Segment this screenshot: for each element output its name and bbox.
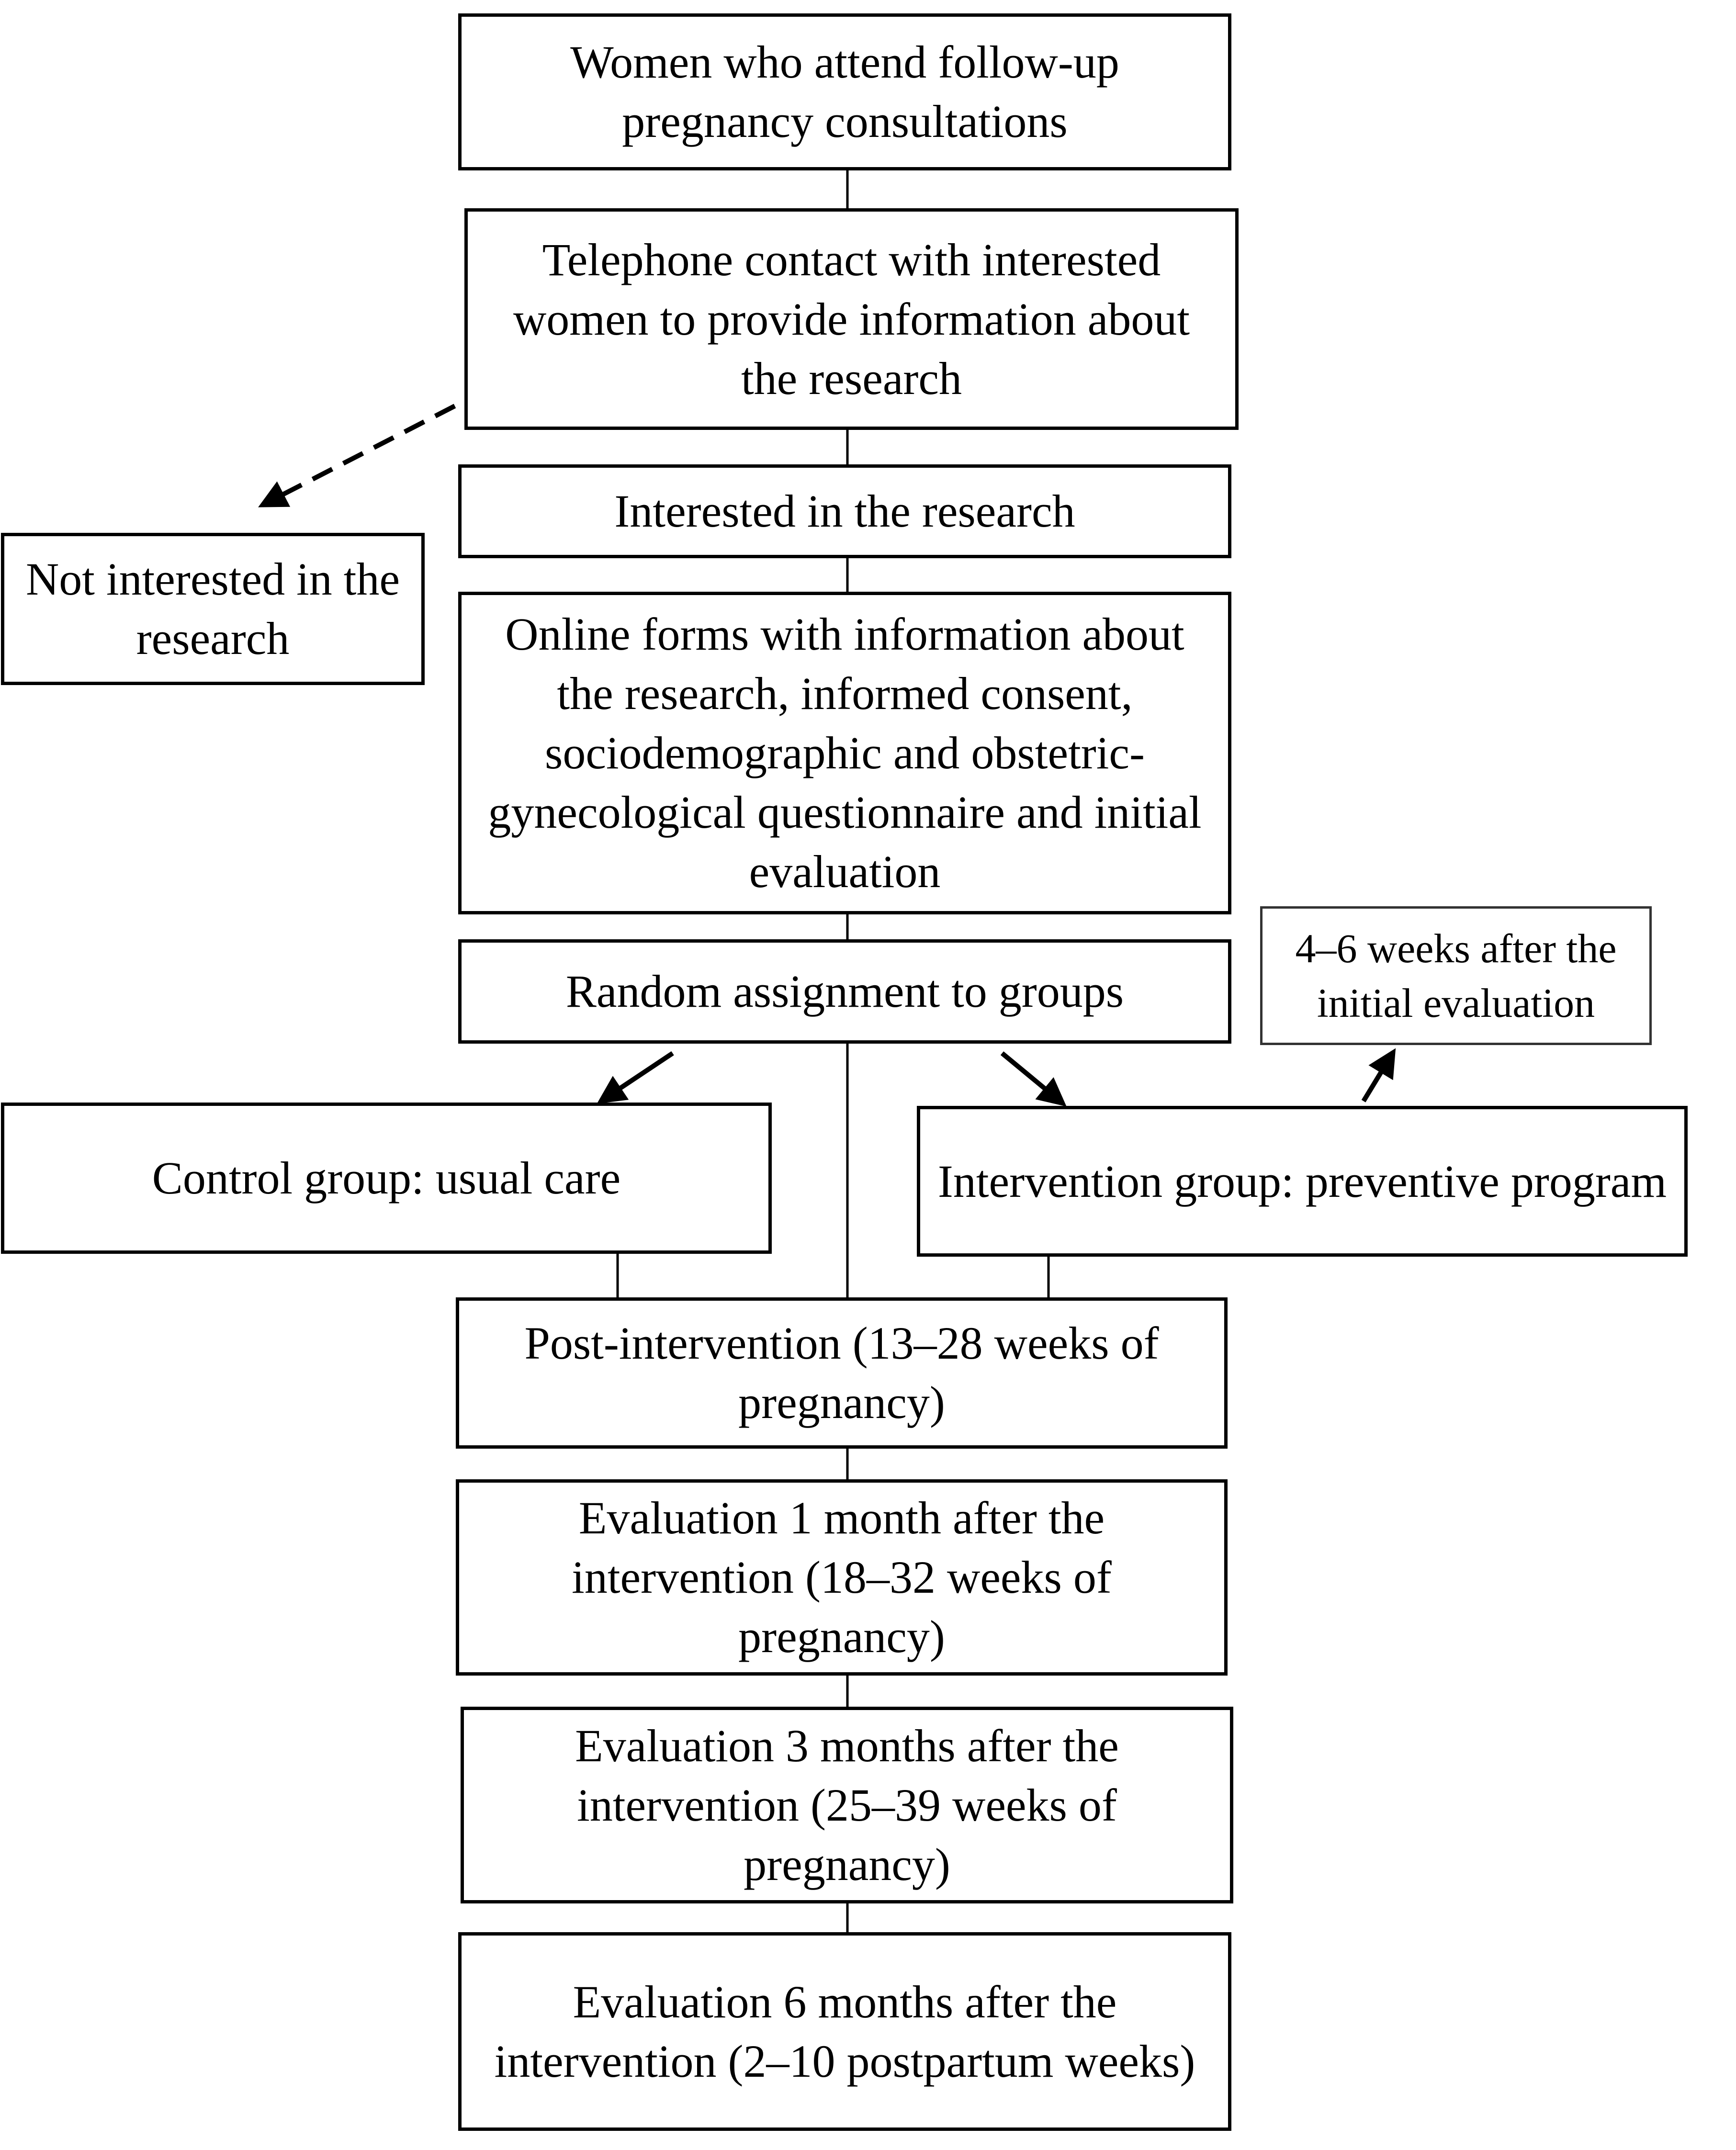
not-interested-text: Not interested in the research	[25, 553, 400, 664]
interested-box: Interested in the research	[458, 464, 1231, 558]
interested-text: Interested in the research	[614, 485, 1075, 537]
eval-3-months-box: Evaluation 3 months after the interventi…	[461, 1707, 1233, 1903]
timing-note-text: 4–6 weeks after the initial evaluation	[1295, 925, 1617, 1026]
telephone-contact-box: Telephone contact with interested women …	[464, 208, 1239, 430]
eval-3-months-text: Evaluation 3 months after the interventi…	[575, 1720, 1119, 1890]
women-attend-box: Women who attend follow-up pregnancy con…	[458, 13, 1231, 170]
random-assignment-text: Random assignment to groups	[565, 966, 1124, 1017]
online-forms-text: Online forms with information about the …	[488, 608, 1202, 897]
post-intervention-box: Post-intervention (13–28 weeks of pregna…	[456, 1297, 1228, 1449]
intervention-group-text: Intervention group: preventive program	[937, 1155, 1667, 1207]
online-forms-box: Online forms with information about the …	[458, 592, 1231, 914]
arrow-to-intervention-group	[1000, 1051, 1067, 1107]
eval-1-month-text: Evaluation 1 month after the interventio…	[572, 1492, 1112, 1662]
telephone-contact-text: Telephone contact with interested women …	[513, 234, 1190, 404]
control-group-text: Control group: usual care	[152, 1152, 621, 1204]
random-assignment-box: Random assignment to groups	[458, 939, 1231, 1044]
women-attend-text: Women who attend follow-up pregnancy con…	[570, 36, 1119, 147]
arrow-to-control-group	[597, 1051, 674, 1104]
arrow-to-timing-note	[1361, 1048, 1396, 1103]
timing-note-box: 4–6 weeks after the initial evaluation	[1260, 906, 1652, 1045]
eval-6-months-box: Evaluation 6 months after the interventi…	[458, 1932, 1231, 2131]
eval-1-month-box: Evaluation 1 month after the interventio…	[456, 1479, 1228, 1676]
post-intervention-text: Post-intervention (13–28 weeks of pregna…	[524, 1317, 1159, 1428]
eval-6-months-text: Evaluation 6 months after the interventi…	[494, 1976, 1195, 2087]
control-group-box: Control group: usual care	[1, 1103, 772, 1254]
not-interested-box: Not interested in the research	[1, 533, 425, 685]
dashed-arrow-to-not-interested	[258, 404, 456, 507]
intervention-group-box: Intervention group: preventive program	[917, 1106, 1688, 1257]
